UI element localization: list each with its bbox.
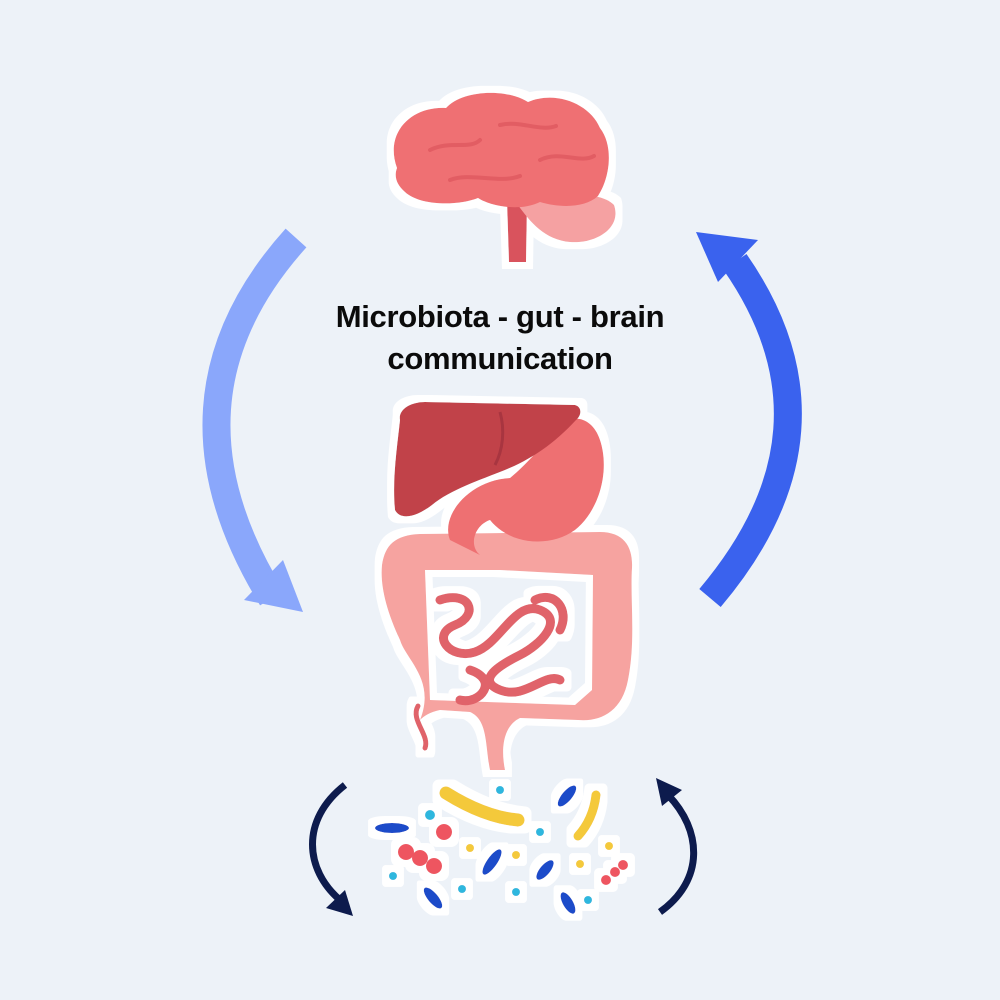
diagram-title: Microbiota - gut - brain communication — [250, 296, 750, 380]
arrow-microbiota-cycle-left — [309, 782, 353, 916]
arrow-head — [696, 232, 758, 282]
gut-organs — [381, 402, 633, 770]
liver-icon — [394, 402, 581, 517]
title-line-2: communication — [387, 341, 613, 376]
arrow-gut-to-brain — [696, 232, 802, 608]
title-line-1: Microbiota - gut - brain — [335, 299, 665, 334]
arrow-head — [244, 560, 303, 612]
arrow-shaft — [699, 254, 802, 608]
brain-icon — [393, 92, 616, 262]
bacteria-icon — [375, 785, 628, 914]
arrow-microbiota-cycle-right — [656, 778, 698, 915]
intestines-icon — [381, 532, 633, 770]
arrow-shaft — [202, 228, 307, 606]
arrow-brain-to-gut — [202, 228, 307, 612]
stomach-icon — [448, 418, 604, 555]
